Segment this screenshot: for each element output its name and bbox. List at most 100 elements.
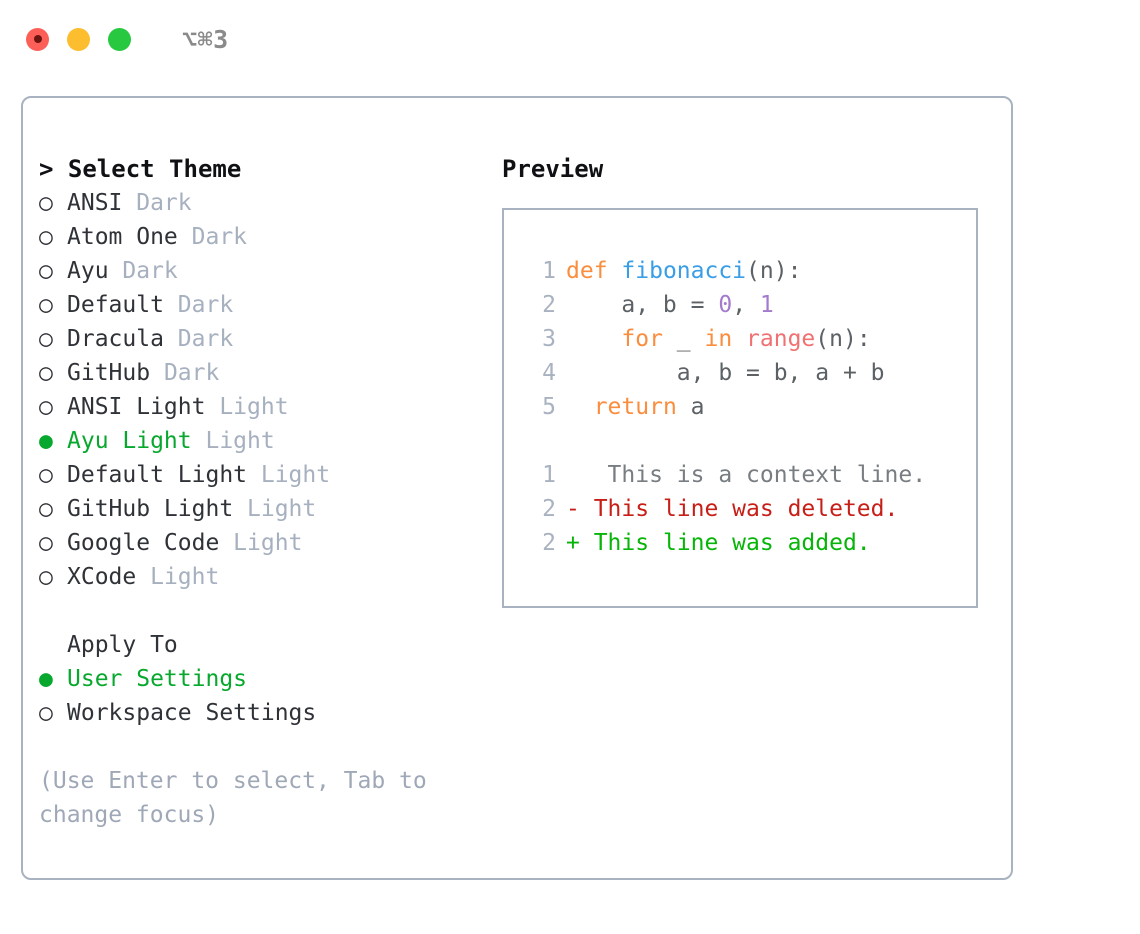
code-token bbox=[732, 326, 746, 352]
diff-sign: - bbox=[566, 496, 580, 522]
theme-option-kind: Light bbox=[205, 394, 289, 420]
theme-option-kind: Dark bbox=[163, 292, 234, 318]
code-token: _ bbox=[662, 326, 705, 352]
diff-line: 1 This is a context line. bbox=[522, 458, 976, 492]
theme-option-ayu-light[interactable]: ● Ayu Light Light bbox=[39, 424, 491, 458]
diff-sample: 1 This is a context line. 2- This line wa… bbox=[522, 458, 976, 560]
code-sample: 1 def fibonacci (n): 2 a, b = 0, 1 3 for _ i… bbox=[522, 254, 976, 424]
theme-option-ansi[interactable]: ○ ANSI Dark bbox=[39, 186, 491, 220]
title-bar: ⌥⌘3 bbox=[0, 0, 1140, 78]
theme-list-column: > Select Theme ○ANSI Dark○Atom One Dark○… bbox=[39, 152, 491, 832]
theme-option-label: Ayu Light bbox=[67, 428, 192, 454]
select-theme-header: > Select Theme bbox=[39, 155, 242, 183]
line-number: 1 bbox=[542, 462, 556, 488]
radio-unselected-icon: ○ bbox=[39, 530, 53, 556]
theme-option-label: XCode bbox=[67, 564, 137, 590]
keyboard-shortcut-label: ⌥⌘3 bbox=[182, 24, 229, 54]
theme-option-google-code[interactable]: ○Google Code Light bbox=[39, 526, 491, 560]
keyboard-hint: (Use Enter to select, Tab to change focu… bbox=[39, 768, 427, 828]
line-number: 3 bbox=[542, 326, 556, 352]
code-token bbox=[566, 326, 621, 352]
theme-option-kind: Light bbox=[191, 428, 275, 454]
theme-option-kind: Dark bbox=[177, 224, 248, 250]
diff-text: This is a context line. bbox=[579, 462, 927, 488]
diff-text: This line was added. bbox=[579, 530, 871, 556]
code-token: a, b = bbox=[566, 292, 719, 318]
theme-option-xcode[interactable]: ○ XCode Light bbox=[39, 560, 491, 594]
code-token bbox=[566, 394, 594, 420]
diff-text: This line was deleted. bbox=[579, 496, 899, 522]
theme-option-default[interactable]: ○ Default Dark bbox=[39, 288, 491, 322]
diff-sign bbox=[566, 462, 580, 488]
radio-unselected-icon: ○ bbox=[39, 292, 53, 318]
theme-option-ansi-light[interactable]: ○ANSI Light Light bbox=[39, 390, 491, 424]
theme-option-atom-one[interactable]: ○ Atom One Dark bbox=[39, 220, 491, 254]
theme-option-github-light[interactable]: ○ GitHub Light Light bbox=[39, 492, 491, 526]
theme-option-label: GitHub bbox=[67, 360, 151, 386]
spacer bbox=[39, 594, 491, 628]
theme-option-label: Ayu bbox=[67, 258, 109, 284]
code-token: for bbox=[621, 326, 663, 352]
code-line: 2 a, b = 0, 1 bbox=[522, 288, 976, 322]
code-token bbox=[608, 258, 622, 284]
maximize-button[interactable] bbox=[108, 27, 131, 51]
radio-unselected-icon: ○ bbox=[39, 564, 53, 590]
apply-to-option-user-settings[interactable]: ● User Settings bbox=[39, 662, 491, 696]
line-number: 2 bbox=[542, 496, 556, 522]
theme-option-kind: Light bbox=[136, 564, 220, 590]
spacer bbox=[522, 424, 976, 458]
diff-sign: + bbox=[566, 530, 580, 556]
radio-unselected-icon: ○ bbox=[39, 190, 53, 216]
code-token: a, b = b, a + b bbox=[566, 360, 885, 386]
theme-option-label: Atom One bbox=[67, 224, 178, 250]
line-number: 4 bbox=[542, 360, 556, 386]
code-token: return bbox=[593, 394, 677, 420]
theme-option-kind: Light bbox=[247, 462, 331, 488]
apply-to-header: Apply To bbox=[67, 632, 178, 658]
radio-unselected-icon: ○ bbox=[39, 360, 53, 386]
radio-unselected-icon: ○ bbox=[39, 496, 53, 522]
radio-unselected-icon: ○ bbox=[39, 326, 53, 352]
theme-option-kind: Dark bbox=[108, 258, 178, 284]
radio-selected-icon: ● bbox=[39, 428, 53, 454]
code-line: 5 return a bbox=[522, 390, 976, 424]
radio-unselected-icon: ○ bbox=[39, 394, 53, 420]
close-button[interactable] bbox=[26, 27, 49, 51]
radio-unselected-icon: ○ bbox=[39, 700, 53, 726]
theme-option-github[interactable]: ○ GitHub Dark bbox=[39, 356, 491, 390]
theme-option-label: GitHub Light bbox=[67, 496, 234, 522]
code-token: def bbox=[566, 258, 608, 284]
theme-option-kind: Dark bbox=[122, 190, 192, 216]
radio-unselected-icon: ○ bbox=[39, 462, 53, 488]
apply-to-option-workspace-settings[interactable]: ○Workspace Settings bbox=[39, 696, 491, 730]
apply-to-option-label: User Settings bbox=[67, 666, 248, 692]
theme-option-default-light[interactable]: ○ Default Light Light bbox=[39, 458, 491, 492]
code-token: (n): bbox=[815, 326, 871, 352]
minimize-button[interactable] bbox=[67, 27, 90, 51]
code-token: fibonacci bbox=[621, 258, 747, 284]
theme-option-ayu[interactable]: ○ Ayu Dark bbox=[39, 254, 491, 288]
line-number: 2 bbox=[542, 530, 556, 556]
apply-to-list[interactable]: ● User Settings ○Workspace Settings bbox=[39, 662, 491, 730]
code-token: a bbox=[676, 394, 705, 420]
radio-unselected-icon: ○ bbox=[39, 258, 53, 284]
theme-option-label: Default bbox=[67, 292, 164, 318]
line-number: 1 bbox=[542, 258, 556, 284]
radio-selected-icon: ● bbox=[39, 666, 53, 692]
theme-option-dracula[interactable]: ○Dracula Dark bbox=[39, 322, 491, 356]
theme-option-kind: Dark bbox=[163, 326, 234, 352]
radio-unselected-icon: ○ bbox=[39, 224, 53, 250]
theme-list[interactable]: ○ ANSI Dark ○ Atom One Dark ○ Ayu Dark ○ Defaul… bbox=[39, 186, 491, 594]
line-number: 2 bbox=[542, 292, 556, 318]
theme-picker-panel: > Select Theme ○ANSI Dark○Atom One Dark○… bbox=[21, 96, 1013, 880]
theme-option-kind: Light bbox=[233, 496, 317, 522]
code-line: 4 a, b = b, a + b bbox=[522, 356, 976, 390]
preview-box: 1 def fibonacci (n): 2 a, b = 0, 1 3 for _ i… bbox=[502, 208, 978, 608]
theme-option-label: Default Light bbox=[67, 462, 248, 488]
code-token: in bbox=[704, 326, 733, 352]
theme-option-label: ANSI bbox=[67, 190, 123, 216]
theme-option-kind: Dark bbox=[150, 360, 220, 386]
